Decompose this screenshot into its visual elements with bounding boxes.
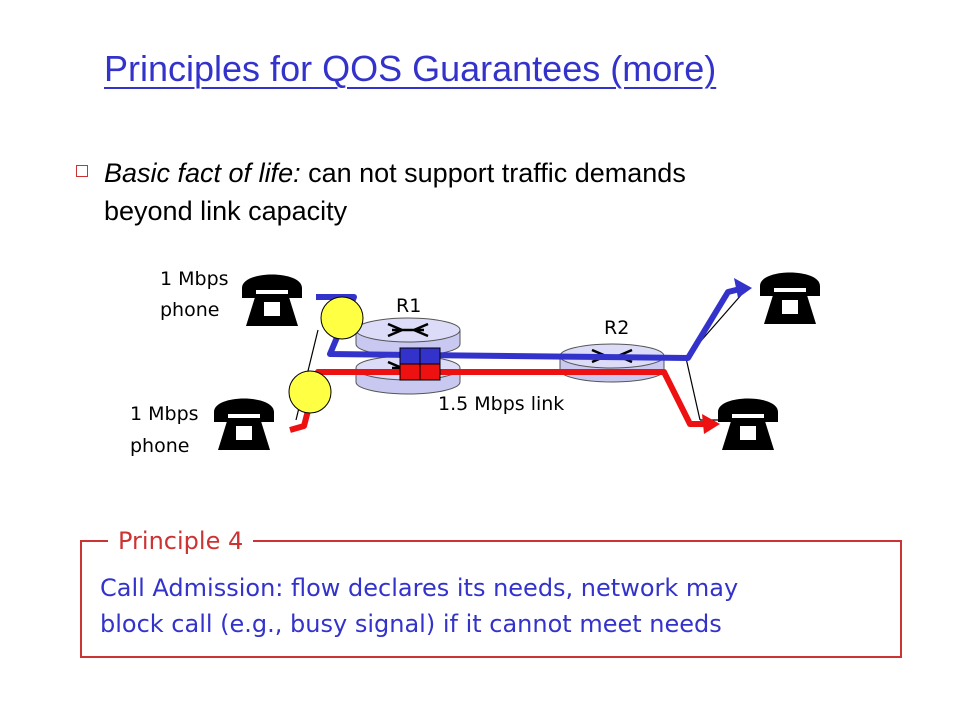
bullet-line2: beyond link capacity — [104, 196, 348, 226]
principle-box — [80, 540, 902, 658]
bullet-square-icon — [76, 165, 88, 177]
phone-icon-right-top — [760, 272, 820, 324]
phone-icon-left-bottom — [214, 398, 274, 450]
link-buffer-blue — [399, 347, 441, 367]
router-r2-label: R2 — [604, 317, 629, 339]
policer-top — [320, 296, 364, 340]
policer-bottom — [288, 370, 332, 414]
red-flow-path — [289, 369, 712, 433]
phone-icon-right-bottom — [718, 398, 778, 450]
phone-top-label-line1: 1 Mbps — [160, 268, 229, 290]
link-buffer-red — [399, 363, 441, 381]
phone-bottom-label-line2: phone — [130, 435, 189, 457]
router-r2 — [558, 342, 666, 384]
bullet-line1-rest: can not support traffic demands — [300, 158, 686, 188]
principle-body: Call Admission: flow declares its needs,… — [100, 570, 890, 642]
bullet-text: Basic fact of life: can not support traf… — [104, 154, 816, 230]
blue-flow-arrowhead — [734, 278, 752, 298]
phone-top-label-line2: phone — [160, 299, 219, 321]
slide-title: Principles for QOS Guarantees (more) — [104, 48, 717, 89]
red-flow-arrowhead — [702, 414, 720, 434]
link-label: 1.5 Mbps link — [438, 393, 564, 415]
blue-flow-path — [316, 285, 745, 361]
principle-line1: Call Admission: flow declares its needs,… — [100, 574, 739, 602]
phone-bottom-label-line1: 1 Mbps — [130, 403, 199, 425]
bullet-lead: Basic fact of life: — [104, 158, 301, 188]
router-r1-label: R1 — [396, 295, 421, 317]
bullet-point: Basic fact of life: can not support traf… — [76, 154, 816, 230]
phone-icon-left-top — [242, 274, 302, 326]
principle-line2: block call (e.g., busy signal) if it can… — [100, 610, 722, 638]
principle-title: Principle 4 — [108, 526, 254, 556]
